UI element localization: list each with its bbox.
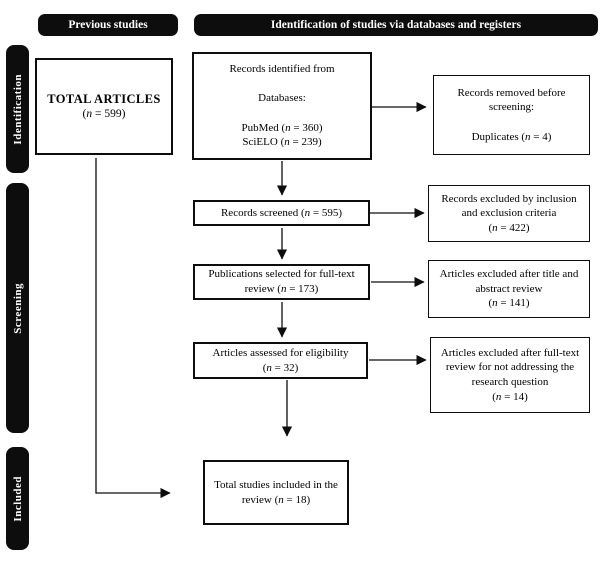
records-screened-text: Records screened (n = 595) xyxy=(220,206,343,219)
identification-via-header-label: Identification of studies via databases … xyxy=(270,19,522,31)
stage-tab-screening-label: Screening xyxy=(11,282,24,334)
box-records-screened: Records screened (n = 595) xyxy=(193,200,370,226)
previous-studies-header-label: Previous studies xyxy=(68,19,148,31)
identification-via-header: Identification of studies via databases … xyxy=(194,14,598,36)
stage-tab-identification: Identification xyxy=(6,45,29,173)
arrow-total-articles-to-included xyxy=(95,158,171,499)
total-articles-count: (n = 599) xyxy=(82,108,126,121)
total-articles-title: TOTAL ARTICLES xyxy=(47,91,161,106)
stage-tab-screening: Screening xyxy=(6,183,29,433)
stage-tab-included: Included xyxy=(6,447,29,550)
previous-studies-header: Previous studies xyxy=(38,14,178,36)
stage-tab-included-label: Included xyxy=(11,475,24,522)
articles-assessed-text: Articles assessed for eligibility(n = 32… xyxy=(212,346,349,374)
stage-tab-identification-label: Identification xyxy=(11,73,24,145)
box-total-articles: TOTAL ARTICLES (n = 599) xyxy=(35,58,173,155)
box-articles-assessed: Articles assessed for eligibility(n = 32… xyxy=(193,342,368,379)
